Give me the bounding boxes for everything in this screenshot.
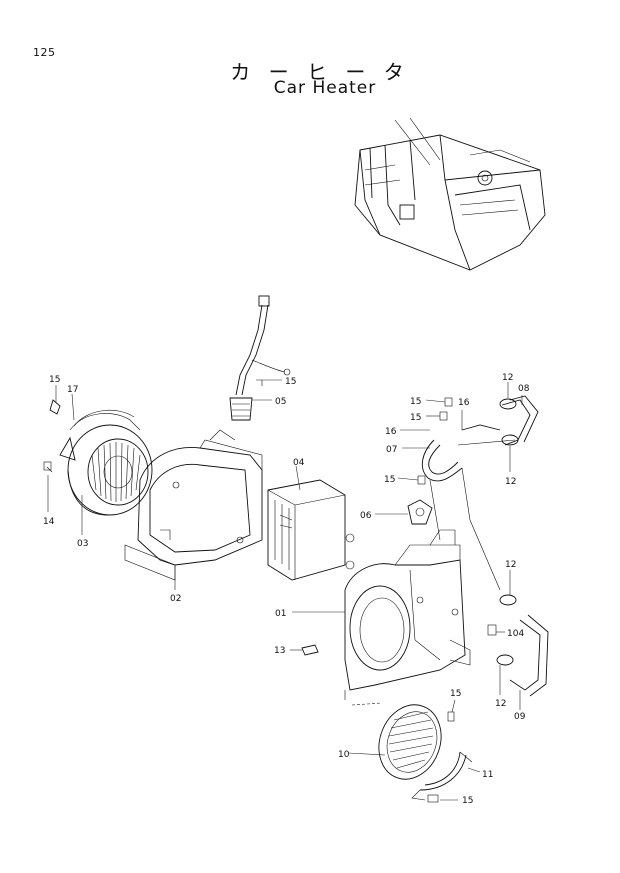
grille-part-10 [351,702,442,780]
callout-15: 15 [450,689,461,699]
callout-07: 07 [386,445,397,455]
clamp-part-11 [411,751,473,801]
callout-09: 09 [514,712,526,722]
title-japanese: カ ー ヒ ー タ [230,60,410,84]
callout-16: 16 [458,398,470,408]
callout-04: 04 [293,458,305,468]
callout-08: 08 [518,384,530,394]
callout-15: 15 [410,397,421,407]
callout-05: 05 [275,397,286,407]
callout-104: 104 [507,629,524,639]
callout-15: 15 [285,377,296,387]
blower-fan-part-03 [59,410,153,516]
callout-15: 15 [410,413,421,423]
callout-06: 06 [360,511,372,521]
callout-14: 14 [43,517,55,527]
callout-12: 12 [495,699,506,709]
heater-case-part-01 [344,529,471,700]
callout-12: 12 [502,373,513,383]
heater-core-part-04 [267,479,355,581]
machine-overview-illustration [354,117,546,271]
harness-and-hose [229,295,291,421]
callout-02: 02 [170,594,181,604]
callout-labels: 15 17 14 03 02 15 05 04 01 13 10 15 11 1… [43,373,530,806]
callout-01: 01 [275,609,286,619]
callout-12: 12 [505,477,516,487]
callout-11: 11 [482,770,493,780]
page-number: 125 [33,46,56,59]
callout-13: 13 [274,646,285,656]
water-hoses [407,395,549,697]
title-english: Car Heater [273,78,377,98]
callout-15: 15 [462,796,473,806]
callout-15: 15 [384,475,395,485]
callout-12: 12 [505,560,516,570]
callout-16: 16 [385,427,397,437]
callout-17: 17 [67,385,78,395]
heater-case-part-02 [124,429,263,581]
callout-10: 10 [338,750,350,760]
callout-03: 03 [77,539,88,549]
leader-lines [47,379,523,801]
fasteners [43,397,519,803]
callout-15: 15 [49,375,60,385]
